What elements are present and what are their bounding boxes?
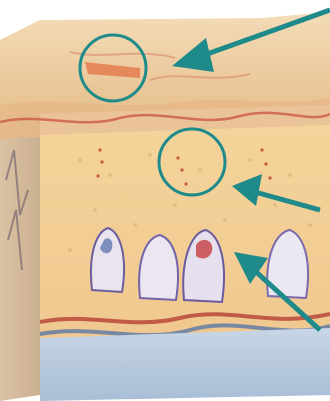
hypodermis-layer [40, 328, 330, 401]
